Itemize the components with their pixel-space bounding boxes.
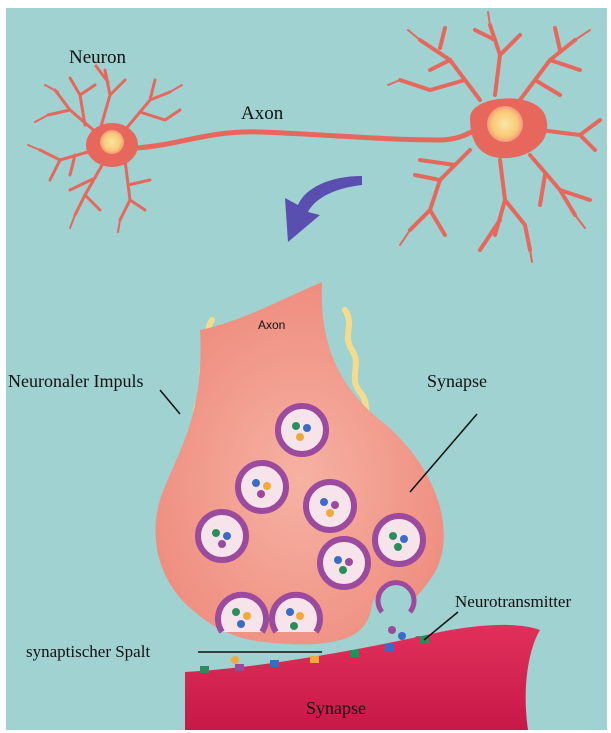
vesicle-fusing: [218, 595, 266, 632]
label-axon-terminal: Axon: [258, 318, 285, 332]
left-neuron-nucleus: [100, 130, 124, 154]
vesicle: [198, 512, 246, 560]
vesicle: [278, 406, 326, 454]
label-neurotransmitter: Neurotransmitter: [455, 592, 571, 612]
vesicle: [306, 482, 354, 530]
label-neuron: Neuron: [69, 47, 126, 69]
vesicle: [375, 516, 423, 564]
label-synapse-upper: Synapse: [427, 371, 487, 392]
vesicle-open: [378, 583, 414, 612]
label-axon-top: Axon: [241, 103, 283, 125]
label-synapse-lower: Synapse: [306, 698, 366, 719]
vesicle: [320, 539, 368, 587]
label-synaptischer-spalt: synaptischer Spalt: [26, 642, 150, 662]
right-neuron-nucleus: [487, 106, 523, 142]
vesicle-fusing: [272, 595, 320, 632]
vesicle: [238, 463, 286, 511]
label-neuronaler-impuls: Neuronaler Impuls: [8, 371, 143, 392]
